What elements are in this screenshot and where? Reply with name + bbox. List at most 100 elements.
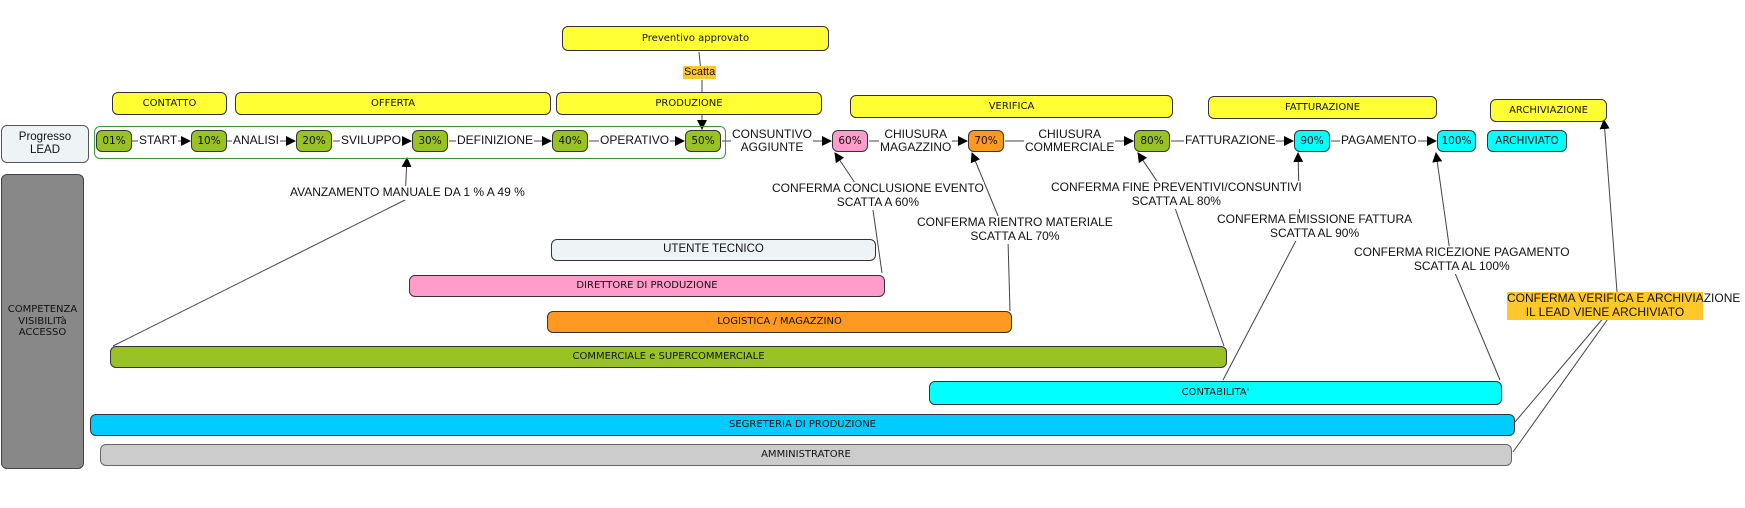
progresso-lead-box: Progresso LEAD [1, 125, 89, 163]
progress-90[interactable]: 90% [1294, 130, 1330, 152]
role-contabilita[interactable]: CONTABILITA' [929, 381, 1502, 405]
step-consuntivo-line1: CONSUNTIVO [732, 127, 813, 141]
phase-verifica: VERIFICA [850, 95, 1173, 118]
step-pagamento: PAGAMENTO [1340, 133, 1418, 148]
progress-10[interactable]: 10% [191, 130, 227, 152]
step-operativo: OPERATIVO [599, 133, 671, 148]
step-fatturazione: FATTURAZIONE [1184, 133, 1277, 148]
role-logistica-label: LOGISTICA / MAGAZZINO [717, 316, 842, 328]
note-archiviazione-line2: IL LEAD VIENE ARCHIVIATO [1525, 304, 1685, 319]
note-evento: CONFERMA CONCLUSIONE EVENTO SCATTA A 60% [772, 181, 984, 210]
phase-fatturazione-label: FATTURAZIONE [1284, 101, 1361, 113]
progress-30-label: 30% [418, 134, 442, 147]
step-definizione: DEFINIZIONE [456, 133, 535, 148]
step-sviluppo: SVILUPPO [340, 133, 403, 148]
progress-60[interactable]: 60% [832, 130, 868, 152]
role-logistica[interactable]: LOGISTICA / MAGAZZINO [547, 311, 1012, 333]
phase-contatto: CONTATTO [112, 92, 227, 115]
phase-produzione-label: PRODUZIONE [655, 97, 723, 109]
role-direttore-label: DIRETTORE DI PRODUZIONE [576, 280, 718, 292]
lead-label: LEAD [29, 144, 61, 156]
progress-80-label: 80% [1140, 134, 1164, 147]
archiviato-box[interactable]: ARCHIVIATO [1487, 130, 1567, 152]
note-fattura-line1: CONFERMA EMISSIONE FATTURA [1217, 212, 1413, 226]
step-chiusura-commerciale: CHIUSURA COMMERCIALE [1024, 127, 1116, 155]
progress-40[interactable]: 40% [552, 130, 588, 152]
phase-archiviazione-label: ARCHIVIAZIONE [1509, 104, 1588, 116]
role-utente-tecnico[interactable]: UTENTE TECNICO [551, 239, 876, 261]
phase-offerta-label: OFFERTA [370, 97, 416, 109]
role-direttore[interactable]: DIRETTORE DI PRODUZIONE [409, 275, 885, 297]
competenza-label: COMPETENZA [7, 304, 78, 316]
progress-50[interactable]: 50% [685, 130, 721, 152]
phase-verifica-label: VERIFICA [988, 100, 1035, 112]
step-consuntivo-line2: AGGIUNTE [740, 140, 804, 155]
scatta-label: Scatta [683, 66, 717, 79]
progress-40-label: 40% [558, 134, 582, 147]
note-manual: AVANZAMENTO MANUALE DA 1 % A 49 % [290, 185, 525, 200]
role-segreteria[interactable]: SEGRETERIA DI PRODUZIONE [90, 414, 1515, 436]
phase-archiviazione: ARCHIVIAZIONE [1490, 99, 1607, 122]
visibilita-label: VISIBILITà [18, 315, 67, 327]
role-amministratore-label: AMMINISTRATORE [761, 449, 851, 461]
role-contabilita-label: CONTABILITA' [1181, 387, 1250, 399]
manual-progress-group [94, 126, 726, 159]
progresso-label: Progresso [18, 130, 72, 143]
phase-offerta: OFFERTA [235, 92, 551, 115]
archiviato-label: ARCHIVIATO [1495, 134, 1559, 147]
progress-50-label: 50% [691, 134, 715, 147]
progress-70[interactable]: 70% [968, 130, 1004, 152]
progress-100[interactable]: 100% [1437, 130, 1476, 152]
competenza-panel: COMPETENZA VISIBILITà ACCESSO [1, 174, 84, 469]
step-analisi: ANALISI [232, 133, 281, 148]
role-commerciale-label: COMMERCIALE e SUPERCOMMERCIALE [572, 351, 765, 363]
note-preventivi-line1: CONFERMA FINE PREVENTIVI/CONSUNTIVI [1051, 180, 1302, 194]
link-segreteria [1514, 315, 1606, 423]
note-archiviazione: CONFERMA VERIFICA E ARCHIVIAZIONE IL LEA… [1507, 291, 1741, 320]
step-chiusura-magazzino: CHIUSURA MAGAZZINO [879, 127, 953, 155]
progress-80[interactable]: 80% [1134, 130, 1170, 152]
progress-30[interactable]: 30% [412, 130, 448, 152]
phase-produzione: PRODUZIONE [556, 92, 822, 115]
progress-01-label: 01% [102, 134, 126, 147]
step-consuntivo: CONSUNTIVO AGGIUNTE [731, 127, 814, 155]
progress-70-label: 70% [974, 134, 998, 147]
link-60 [834, 152, 883, 274]
note-materiale-line2: SCATTA AL 70% [970, 228, 1060, 243]
progress-60-label: 60% [838, 134, 862, 147]
step-start: START [138, 133, 179, 148]
link-archive [1599, 119, 1618, 293]
step-chiusura-magazzino-line2: MAGAZZINO [880, 140, 952, 155]
phase-fatturazione: FATTURAZIONE [1208, 96, 1437, 119]
note-preventivi: CONFERMA FINE PREVENTIVI/CONSUNTIVI SCAT… [1051, 180, 1302, 209]
phase-contatto-label: CONTATTO [142, 97, 197, 109]
note-preventivi-line2: SCATTA AL 80% [1131, 193, 1221, 208]
note-fattura: CONFERMA EMISSIONE FATTURA SCATTA AL 90% [1217, 212, 1413, 241]
preventivo-approvato-box: Preventivo approvato [562, 26, 829, 51]
note-materiale: CONFERMA RIENTRO MATERIALE SCATTA AL 70% [917, 215, 1113, 244]
note-materiale-line1: CONFERMA RIENTRO MATERIALE [917, 215, 1113, 229]
progress-01[interactable]: 01% [96, 130, 132, 152]
role-amministratore[interactable]: AMMINISTRATORE [100, 444, 1512, 466]
role-commerciale[interactable]: COMMERCIALE e SUPERCOMMERCIALE [110, 346, 1227, 368]
note-evento-line2: SCATTA A 60% [836, 194, 920, 209]
note-pagamento-line1: CONFERMA RICEZIONE PAGAMENTO [1354, 245, 1570, 259]
progress-20[interactable]: 20% [296, 130, 332, 152]
link-admin [1512, 315, 1611, 453]
note-pagamento: CONFERMA RICEZIONE PAGAMENTO SCATTA AL 1… [1354, 245, 1570, 274]
note-fattura-line2: SCATTA AL 90% [1269, 225, 1360, 240]
step-chiusura-commerciale-line2: COMMERCIALE [1025, 140, 1115, 155]
note-evento-line1: CONFERMA CONCLUSIONE EVENTO [772, 181, 984, 195]
progress-20-label: 20% [302, 134, 326, 147]
accesso-label: ACCESSO [18, 327, 67, 339]
preventivo-approvato-label: Preventivo approvato [641, 32, 750, 44]
note-pagamento-line2: SCATTA AL 100% [1413, 258, 1510, 273]
progress-90-label: 90% [1300, 134, 1324, 147]
note-archiviazione-line1: CONFERMA VERIFICA E ARCHIVIAZIONE [1507, 291, 1741, 305]
progress-10-label: 10% [197, 134, 221, 147]
role-segreteria-label: SEGRETERIA DI PRODUZIONE [728, 419, 877, 431]
role-utente-tecnico-label: UTENTE TECNICO [663, 243, 764, 256]
step-chiusura-magazzino-line1: CHIUSURA [884, 127, 947, 141]
step-chiusura-commerciale-line1: CHIUSURA [1038, 127, 1101, 141]
link-manual [112, 157, 412, 347]
